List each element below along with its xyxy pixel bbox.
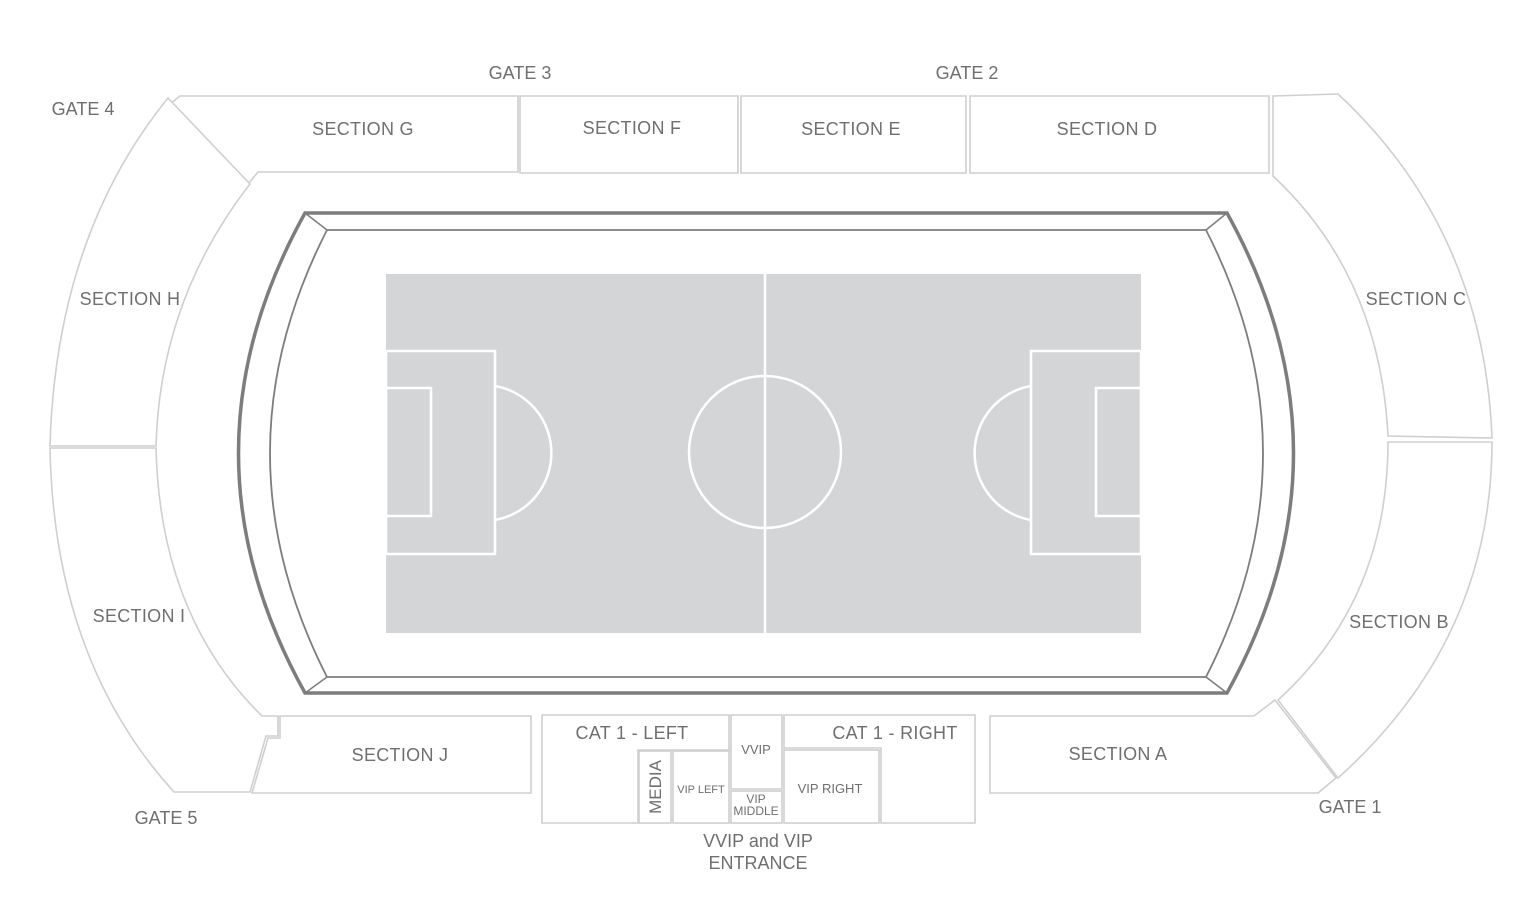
track-corner-bl <box>304 676 328 694</box>
media-shape[interactable] <box>638 750 672 824</box>
section-f[interactable]: SECTION F <box>519 95 739 174</box>
vip-left-label: VIP LEFT <box>677 784 725 796</box>
section-g[interactable]: SECTION G <box>168 95 519 186</box>
section-a-shape[interactable] <box>989 698 1338 794</box>
center-circle <box>687 374 843 530</box>
section-c[interactable]: SECTION C <box>1272 93 1493 439</box>
section-f-label: SECTION F <box>583 118 682 138</box>
pitch-surface <box>386 274 1141 633</box>
section-d-label: SECTION D <box>1057 119 1158 139</box>
vip-middle-shape[interactable] <box>730 790 783 824</box>
section-i-label: SECTION I <box>93 606 186 626</box>
section-c-label: SECTION C <box>1366 289 1467 309</box>
section-g-label: SECTION G <box>312 119 414 139</box>
section-h-label: SECTION H <box>80 289 181 309</box>
cat1-left[interactable]: CAT 1 - LEFT <box>541 714 730 824</box>
section-a[interactable]: SECTION A <box>989 698 1338 794</box>
section-e-shape[interactable] <box>740 95 967 174</box>
football-pitch <box>384 274 1143 633</box>
gate-1-label: GATE 1 <box>1319 797 1382 817</box>
vip-middle-label-line2: MIDDLE <box>733 804 778 818</box>
section-a-label: SECTION A <box>1069 744 1168 764</box>
track-corner-tl <box>304 212 328 231</box>
left-penalty-arc <box>494 384 553 522</box>
vip-left-shape[interactable] <box>672 750 730 824</box>
track-corner-br <box>1205 676 1228 694</box>
cat1-left-shape[interactable] <box>541 714 730 824</box>
vip-left[interactable]: VIP LEFT <box>672 750 730 824</box>
section-d[interactable]: SECTION D <box>969 95 1270 174</box>
section-j[interactable]: SECTION J <box>250 715 532 794</box>
vip-right-shape[interactable] <box>783 749 880 824</box>
cat1-left-label: CAT 1 - LEFT <box>576 723 689 743</box>
media-label: MEDIA <box>646 759 665 814</box>
vip-entrance-label-line1: VVIP and VIP <box>703 831 813 851</box>
section-e-label: SECTION E <box>801 119 901 139</box>
section-h[interactable]: SECTION H <box>49 96 252 447</box>
vip-middle[interactable]: VIP MIDDLE <box>730 790 783 824</box>
section-d-shape[interactable] <box>969 95 1270 174</box>
gate-2-label: GATE 2 <box>936 63 999 83</box>
section-i-shape[interactable] <box>49 447 279 793</box>
section-b-label: SECTION B <box>1349 612 1449 632</box>
gate-4-label: GATE 4 <box>52 99 115 119</box>
section-b-shape[interactable] <box>1276 441 1493 780</box>
section-j-label: SECTION J <box>352 745 449 765</box>
cat1-right-shape[interactable] <box>783 714 976 824</box>
section-e[interactable]: SECTION E <box>740 95 967 174</box>
section-f-shape[interactable] <box>519 95 739 174</box>
vip-middle-label-line1: VIP <box>746 792 765 806</box>
cat1-right[interactable]: CAT 1 - RIGHT <box>783 714 976 824</box>
media-section[interactable]: MEDIA <box>638 750 672 824</box>
left-goal-area <box>384 386 433 518</box>
gate-3-label: GATE 3 <box>489 63 552 83</box>
vvip-label: VVIP <box>741 742 771 757</box>
vvip-shape[interactable] <box>730 714 783 790</box>
vip-right-label: VIP RIGHT <box>798 781 863 796</box>
section-b[interactable]: SECTION B <box>1276 441 1493 780</box>
section-h-shape[interactable] <box>49 96 252 447</box>
vvip-section[interactable]: VVIP <box>730 714 783 790</box>
right-penalty-arc <box>973 384 1032 522</box>
vip-entrance-label-line2: ENTRANCE <box>708 853 807 873</box>
gate-5-label: GATE 5 <box>135 808 198 828</box>
section-c-shape[interactable] <box>1272 93 1493 439</box>
section-j-shape[interactable] <box>250 715 532 794</box>
right-goal-area <box>1094 386 1143 518</box>
track-corner-tr <box>1205 212 1228 231</box>
cat1-right-label: CAT 1 - RIGHT <box>832 723 957 743</box>
section-i[interactable]: SECTION I <box>49 447 279 793</box>
vip-right[interactable]: VIP RIGHT <box>783 749 880 824</box>
